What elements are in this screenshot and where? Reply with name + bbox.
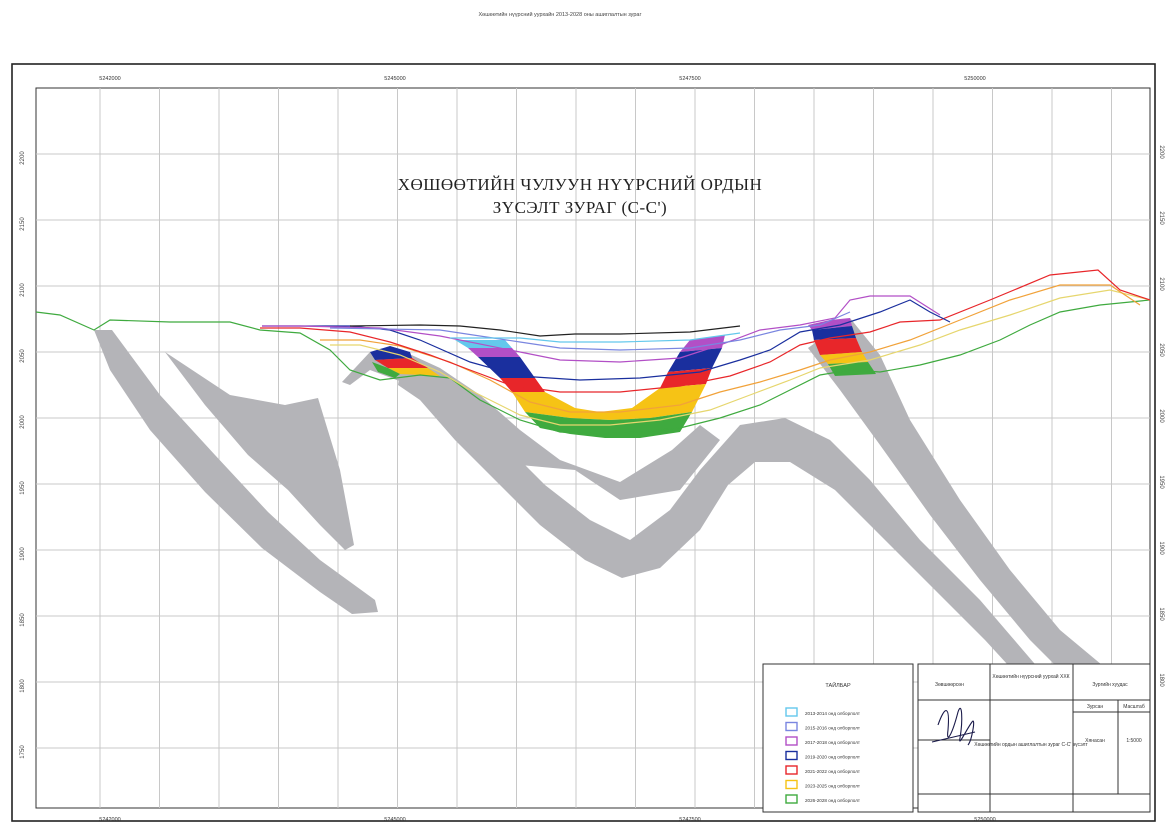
legend-swatch — [785, 779, 798, 790]
legend-label: 2019-2020 онд олборлолт — [805, 755, 861, 760]
legend-label: 2015-2016 онд олборлолт — [805, 726, 861, 731]
top-coord-label: 5247500 — [679, 76, 700, 82]
band-west-2026 — [372, 362, 400, 378]
stamp-checked-by: Хянасан — [1085, 738, 1105, 744]
page-header: Хөшөөтийн нүүрсний уурхайн 2013-2028 оны… — [479, 11, 642, 18]
stamp-drawing-name: Хөшөөтийн ордын ашиглалтын зураг С-С' зү… — [974, 741, 1088, 748]
legend-label: 2013-2014 онд олборлолт — [805, 711, 861, 716]
top-coord-label: 5250000 — [964, 76, 985, 82]
legend-label: 2026-2028 онд олборлолт — [805, 798, 861, 803]
bottom-coordinate-labels: 5242000 5245000 5247500 5250000 — [99, 817, 995, 823]
legend-item: 2021-2022 онд олборлолт — [785, 765, 861, 775]
legend-swatch — [785, 750, 798, 761]
left-elevation-labels: 2200 2150 2100 2050 2000 1950 1900 1850 1800 1750 — [20, 151, 26, 759]
right-elevation-labels: 2200 2150 2100 2050 2000 1950 1900 1850 1800 — [1158, 145, 1164, 687]
legend: ТАЙЛБАР 2013-2014 онд олборлолт 2015-2016… — [762, 663, 914, 813]
stamp-approved: Зөвшөөрсөн — [935, 682, 964, 688]
coal-seam-syncline — [398, 372, 1070, 700]
legend-label: 2017-2018 онд олборлолт — [805, 740, 861, 745]
left-elevation-label: 1850 — [20, 613, 26, 627]
drawing-title: ХӨШӨӨТИЙН ЧУЛУУН НҮҮРСНИЙ ОРДЫН — [398, 175, 763, 194]
left-elevation-label: 1950 — [20, 481, 26, 495]
right-elevation-label: 2150 — [1158, 211, 1164, 225]
surface-line-green — [35, 299, 1151, 435]
left-elevation-label: 2200 — [20, 151, 26, 165]
stamp-drawn-by: Зурсан — [1087, 704, 1104, 710]
legend-item: 2026-2028 онд олборлолт — [785, 794, 861, 804]
outline-stage-2019 — [262, 299, 951, 381]
left-elevation-label: 1750 — [20, 745, 26, 759]
stamp-sheet-no: Зургийн хуудас — [1092, 681, 1128, 688]
bottom-coord-label: 5250000 — [974, 817, 995, 823]
coal-seam-west-2 — [165, 352, 354, 550]
left-elevation-label: 1900 — [20, 547, 26, 561]
legend-title: ТАЙЛБАР — [825, 681, 851, 689]
band-stage-2021 — [500, 368, 712, 392]
band-east-2017 — [808, 318, 852, 330]
right-elevation-label: 1900 — [1158, 541, 1164, 555]
left-elevation-label: 2100 — [20, 283, 26, 297]
left-elevation-label: 2150 — [20, 217, 26, 231]
outer-frame — [11, 63, 1156, 822]
left-elevation-label: 1800 — [20, 679, 26, 693]
legend-swatch — [785, 765, 798, 775]
band-east-2021 — [814, 338, 862, 355]
outline-stage-2013 — [450, 332, 741, 343]
right-elevation-label: 2100 — [1158, 277, 1164, 291]
signature — [931, 707, 976, 746]
legend-label: 2023-2025 онд олборлолт — [805, 784, 861, 789]
coal-seams — [94, 318, 1118, 700]
outline-stage-2015 — [329, 311, 851, 351]
right-elevation-label: 1800 — [1158, 673, 1164, 687]
legend-item: 2017-2018 онд олборлолт — [785, 736, 861, 746]
right-elevation-label: 2000 — [1158, 409, 1164, 423]
legend-items: 2013-2014 онд олборлолт 2015-2016 онд олб… — [785, 707, 861, 804]
outline-stage-2017 — [262, 295, 941, 363]
band-stage-2019 — [478, 348, 722, 378]
stamp-scale-value: 1:5000 — [1126, 738, 1142, 744]
right-elevation-label: 1950 — [1158, 475, 1164, 489]
stamp-org: Хөшөөтийн нүүрсний уурхай ХХК — [992, 673, 1069, 680]
bottom-coord-label: 5242000 — [99, 817, 120, 823]
outline-stage-2026 — [330, 289, 1151, 426]
legend-label: 2021-2022 онд олборлолт — [805, 769, 861, 774]
right-elevation-label: 2200 — [1158, 145, 1164, 159]
stamp-scale-label: Масштаб — [1123, 704, 1145, 710]
legend-swatch — [785, 794, 798, 804]
outline-stage-2021 — [260, 269, 1151, 393]
band-west-2021 — [375, 358, 428, 368]
bottom-coord-label: 5247500 — [679, 817, 700, 823]
outline-pit-rim — [349, 324, 741, 337]
bottom-coord-label: 5245000 — [384, 817, 405, 823]
inner-frame — [35, 87, 1151, 809]
left-elevation-label: 2050 — [20, 349, 26, 363]
left-elevation-label: 2000 — [20, 415, 26, 429]
coal-seam-west-1 — [94, 330, 378, 614]
top-coord-label: 5245000 — [384, 76, 405, 82]
top-coordinate-labels: 5242000 5245000 5247500 5250000 — [99, 76, 985, 82]
band-east-2019 — [812, 326, 856, 340]
legend-item: 2015-2016 онд олборлолт — [785, 721, 861, 732]
legend-swatch — [785, 707, 798, 717]
band-stage-2017 — [468, 335, 725, 357]
legend-item: 2013-2014 онд олборлолт — [785, 707, 861, 717]
right-elevation-label: 1850 — [1158, 607, 1164, 621]
drawing-subtitle: ЗҮСЭЛТ ЗУРАГ (С-С') — [493, 198, 667, 217]
legend-swatch — [785, 721, 798, 732]
top-coord-label: 5242000 — [99, 76, 120, 82]
band-west-2023 — [388, 368, 440, 376]
right-elevation-label: 2050 — [1158, 343, 1164, 357]
pit-contours — [35, 269, 1151, 435]
band-stage-2023 — [512, 384, 706, 420]
legend-swatch — [785, 736, 798, 746]
legend-item: 2023-2025 онд олборлолт — [785, 779, 861, 790]
band-east-2026 — [828, 362, 876, 376]
legend-item: 2019-2020 онд олборлолт — [785, 750, 861, 761]
title-block-frame — [917, 663, 1151, 813]
title-block: Хөшөөтийн нүүрсний уурхай ХХК Зургийн ху… — [917, 663, 1151, 813]
coal-seam-east — [808, 318, 1118, 690]
